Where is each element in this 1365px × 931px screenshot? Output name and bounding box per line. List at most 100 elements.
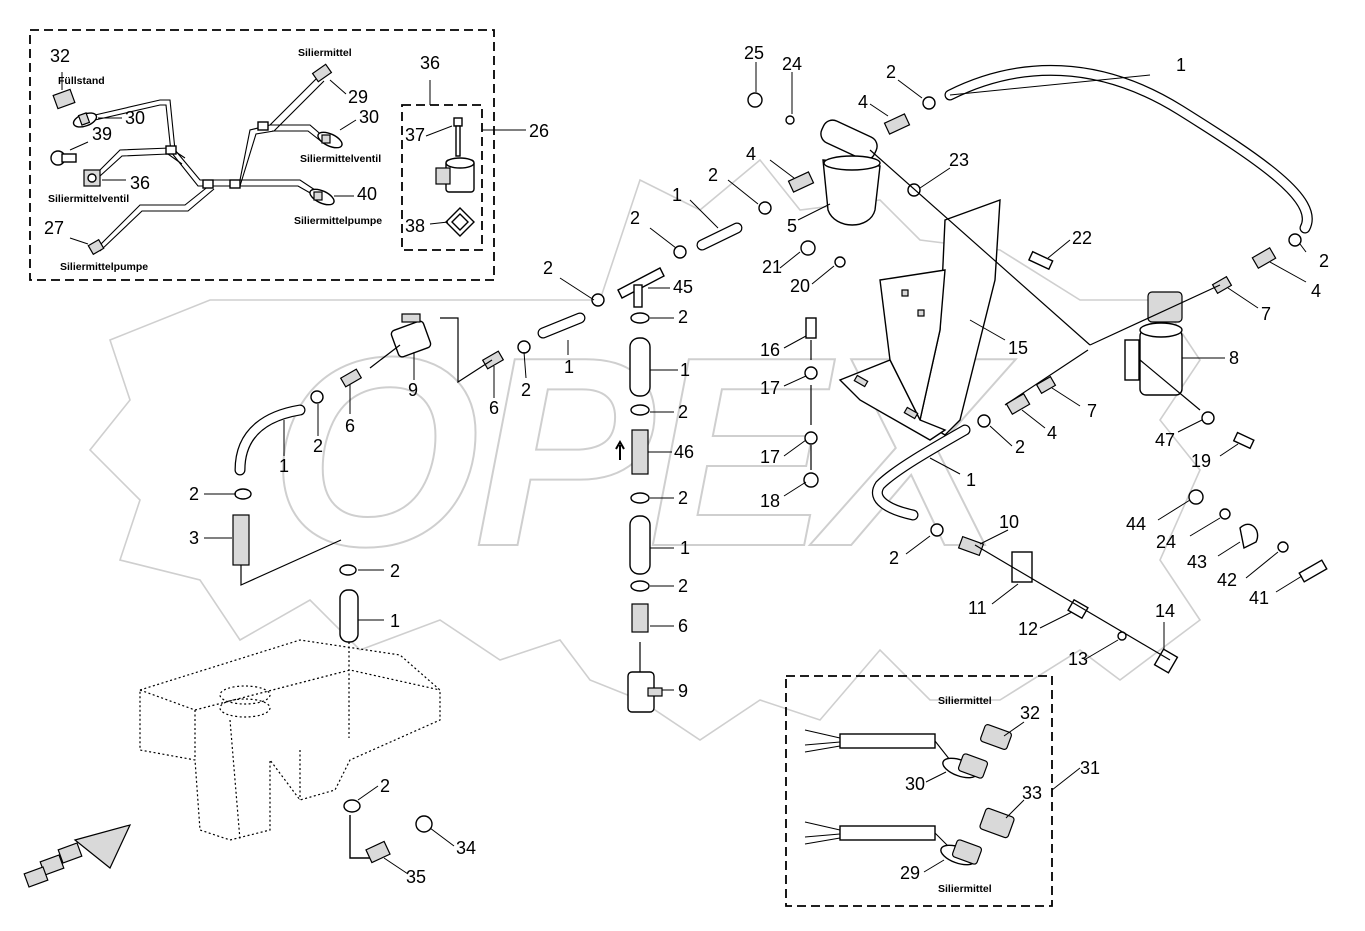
callout: 9 (678, 681, 688, 701)
callout: 2 (313, 436, 323, 456)
seal-38-icon (445, 207, 475, 237)
callout: 25 (744, 43, 764, 63)
callout: 1 (390, 611, 400, 631)
callout: 7 (1087, 401, 1097, 421)
callout: 2 (543, 258, 553, 278)
callout: 30 (359, 107, 379, 127)
direction-arrow-icon (23, 824, 132, 888)
callout: 30 (905, 774, 925, 794)
callout: 2 (678, 488, 688, 508)
bracket-15-icon (838, 198, 1001, 441)
hose-vertical-1 (629, 337, 651, 397)
callout: 1 (1176, 55, 1186, 75)
callout: 12 (1018, 619, 1038, 639)
callout: 29 (348, 87, 368, 107)
callout: 26 (529, 121, 549, 141)
label-siliermittelpumpe-right: Siliermittelpumpe (294, 215, 382, 227)
label-fuellstand: Füllstand (58, 75, 105, 87)
callout: 2 (886, 62, 896, 82)
callout: 37 (405, 125, 425, 145)
callout: 18 (760, 491, 780, 511)
callout: 27 (44, 218, 64, 238)
cable-set-bottom (804, 807, 1015, 866)
callout: 29 (900, 863, 920, 883)
hose-vertical-3 (339, 589, 359, 643)
solenoid-36-icon (435, 157, 475, 193)
callout: 40 (357, 184, 377, 204)
callout: 17 (760, 447, 780, 467)
callout: 6 (489, 398, 499, 418)
callout: 22 (1072, 228, 1092, 248)
hose-short-mid (537, 312, 586, 339)
connector-32-icon (52, 88, 76, 110)
callout: 2 (678, 576, 688, 596)
callout: 17 (760, 378, 780, 398)
callout-numbers: 32 30 39 36 27 29 30 40 36 37 38 26 25 2… (44, 43, 1329, 887)
callout: 1 (680, 360, 690, 380)
callout: 43 (1187, 552, 1207, 572)
callout: 2 (189, 484, 199, 504)
connector-36-icon (83, 169, 101, 187)
callout: 19 (1191, 451, 1211, 471)
callout: 39 (92, 124, 112, 144)
callout: 24 (1156, 532, 1176, 552)
connector-30b-icon (317, 131, 343, 149)
callout: 23 (949, 150, 969, 170)
callout: 20 (790, 276, 810, 296)
assembly-lines (240, 149, 1221, 672)
callout: 2 (678, 402, 688, 422)
callout: 1 (680, 538, 690, 558)
callout: 42 (1217, 570, 1237, 590)
callout: 31 (1080, 758, 1100, 778)
callout: 24 (782, 54, 802, 74)
connector-39-icon (50, 150, 77, 166)
callout: 7 (1261, 304, 1271, 324)
filter-8-icon (1124, 291, 1183, 396)
callout: 30 (125, 108, 145, 128)
bolt-37-icon (453, 117, 463, 157)
label-siliermittel-top: Siliermittel (298, 47, 352, 59)
callout: 9 (408, 380, 418, 400)
callout: 1 (279, 456, 289, 476)
callout: 13 (1068, 649, 1088, 669)
connector-27-icon (87, 238, 105, 256)
callout: 36 (130, 173, 150, 193)
up-arrow-icon (615, 439, 625, 460)
label-siliermittel-box-top: Siliermittel (938, 695, 992, 707)
hose-short-top (696, 222, 743, 251)
callout: 2 (708, 165, 718, 185)
label-siliermittelpumpe-left: Siliermittelpumpe (60, 261, 148, 273)
callout: 36 (420, 53, 440, 73)
callout: 16 (760, 340, 780, 360)
callout: 14 (1155, 601, 1175, 621)
callout: 38 (405, 216, 425, 236)
callout: 32 (1020, 703, 1040, 723)
callout: 15 (1008, 338, 1028, 358)
callout: 1 (672, 185, 682, 205)
callout: 2 (678, 307, 688, 327)
callout: 6 (678, 616, 688, 636)
wiring-harness (94, 74, 326, 252)
callout: 2 (1015, 437, 1025, 457)
fittings (232, 92, 1328, 864)
hose-top-right (944, 64, 1313, 234)
tank-icon (139, 639, 441, 841)
callout: 34 (456, 838, 476, 858)
callout: 6 (345, 416, 355, 436)
callout: 46 (674, 442, 694, 462)
callout: 2 (889, 548, 899, 568)
connector-30-icon (72, 112, 98, 128)
callout: 11 (968, 598, 987, 618)
label-siliermittel-box-bottom: Siliermittel (938, 883, 992, 895)
leader-lines (61, 62, 1307, 875)
callout: 5 (787, 216, 797, 236)
hose-curved-left (234, 404, 306, 476)
label-siliermittelventil-left: Siliermittelventil (48, 193, 129, 205)
callout: 35 (406, 867, 426, 887)
connector-40-icon (309, 188, 335, 206)
callout: 4 (1047, 423, 1057, 443)
text-labels: Füllstand Siliermittelventil Siliermitte… (48, 47, 992, 895)
callout: 3 (189, 528, 199, 548)
callout: 32 (50, 46, 70, 66)
